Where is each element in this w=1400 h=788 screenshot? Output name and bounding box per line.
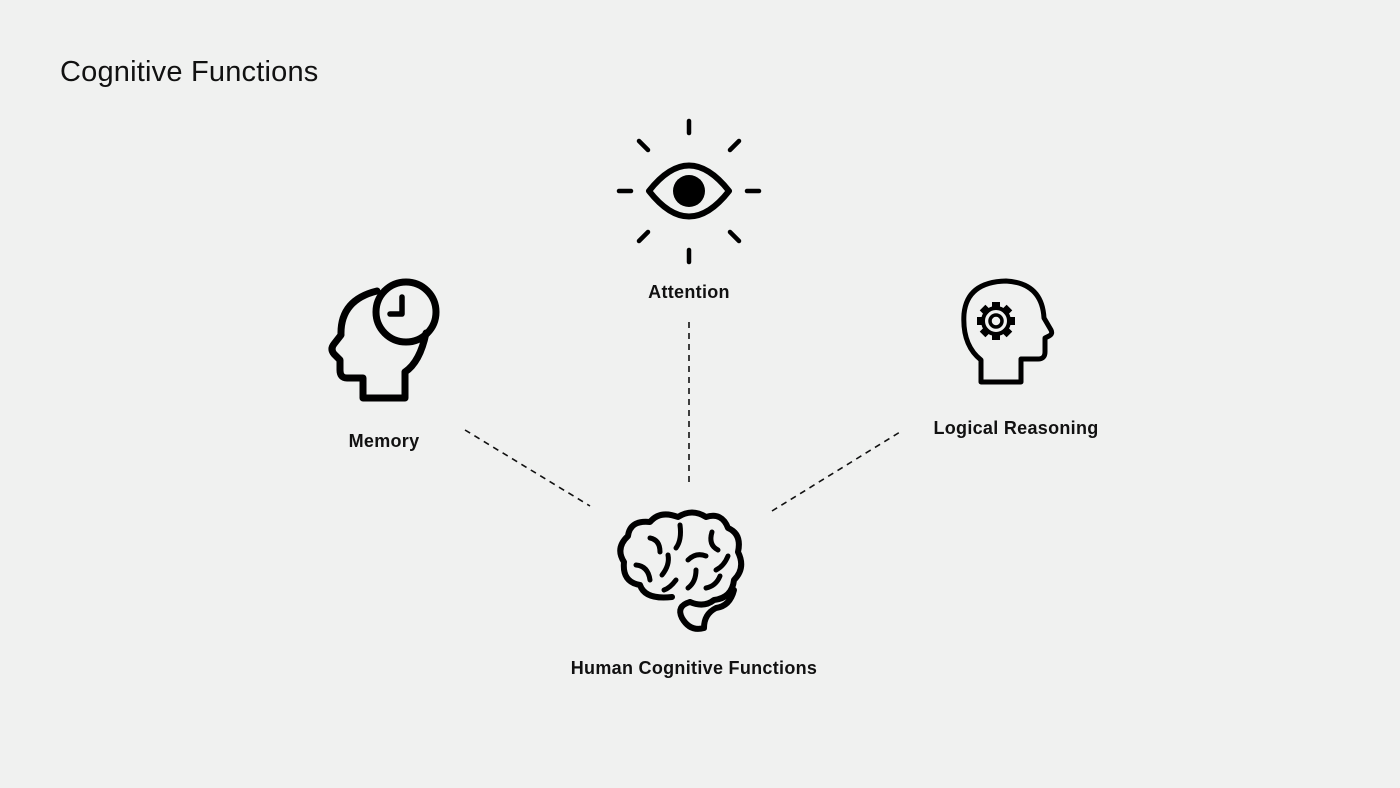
node-label-logical-reasoning: Logical Reasoning — [933, 418, 1099, 438]
eye-icon — [616, 118, 762, 265]
node-label-center: Human Cognitive Functions — [570, 658, 818, 678]
page-title: Cognitive Functions — [60, 56, 319, 88]
node-label-memory: Memory — [348, 431, 420, 451]
node-label-attention: Attention — [648, 282, 730, 302]
connector-logical-reasoning — [771, 431, 901, 512]
connector-memory — [464, 429, 591, 507]
head-gear-icon — [961, 278, 1055, 385]
head-clock-icon — [328, 278, 440, 402]
brain-icon — [617, 509, 745, 632]
